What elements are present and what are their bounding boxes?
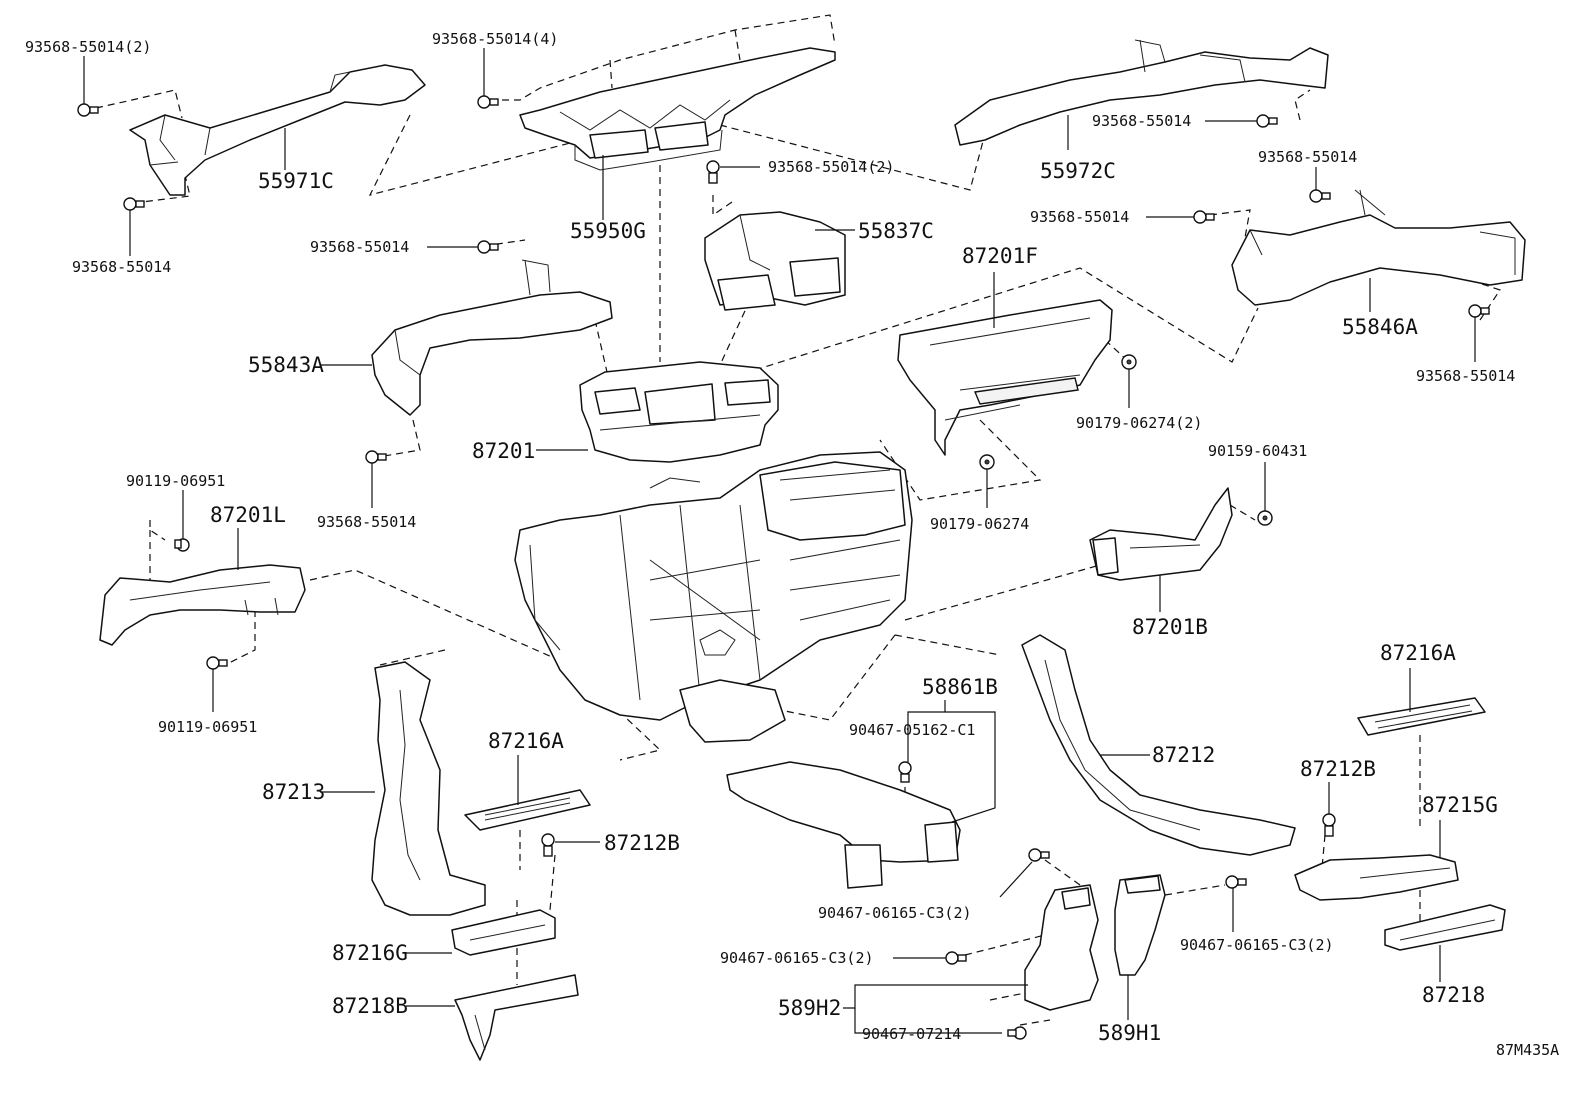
label-part-87215G: 87215G bbox=[1422, 793, 1498, 817]
duct-87213-illustration bbox=[371, 661, 486, 916]
screw-icon bbox=[1309, 189, 1331, 203]
label-screw-93568-55014-2: 93568-55014(2) bbox=[25, 38, 151, 56]
label-part-55846A: 55846A bbox=[1342, 315, 1418, 339]
nut-icon bbox=[1257, 510, 1273, 526]
leader-lines bbox=[83, 48, 1476, 1034]
duct-87218B-illustration bbox=[454, 974, 579, 1061]
screw-icon bbox=[206, 656, 228, 670]
label-part-55971C: 55971C bbox=[258, 169, 334, 193]
diagram-reference-code: 87M435A bbox=[1496, 1041, 1559, 1059]
label-clip-90467-07214: 90467-07214 bbox=[862, 1025, 961, 1043]
screw-icon bbox=[123, 197, 145, 211]
screw-icon bbox=[1468, 304, 1490, 318]
clip-icon bbox=[1225, 875, 1247, 889]
nut-icon bbox=[1121, 354, 1137, 370]
label-screw-93568-55014-4: 93568-55014(4) bbox=[432, 30, 558, 48]
label-part-87212B-right: 87212B bbox=[1300, 757, 1376, 781]
part-labels: 93568-55014(2) 93568-55014(4) 93568-5501… bbox=[25, 30, 1559, 1059]
label-clip-90467-06165-C3-2-c: 90467-06165-C3(2) bbox=[1180, 936, 1334, 954]
label-nut-90179-06274: 90179-06274 bbox=[930, 515, 1029, 533]
label-part-55972C: 55972C bbox=[1040, 159, 1116, 183]
screw-icon bbox=[477, 95, 499, 109]
bracket-55950G-illustration bbox=[519, 47, 836, 171]
label-clip-90467-06165-C3-2-a: 90467-06165-C3(2) bbox=[818, 904, 972, 922]
label-part-589H1: 589H1 bbox=[1098, 1021, 1161, 1045]
duct-589H2-illustration bbox=[1024, 884, 1099, 1011]
duct-55843A-illustration bbox=[371, 259, 613, 416]
duct-55972C-illustration bbox=[954, 39, 1329, 146]
clip-icon bbox=[945, 951, 967, 965]
label-screw-93568-55014-e: 93568-55014 bbox=[1030, 208, 1129, 226]
grille-87216A-left-illustration bbox=[464, 789, 591, 831]
screw-icon bbox=[1193, 210, 1215, 224]
duct-87218-illustration bbox=[1384, 904, 1506, 951]
housing-87201-illustration bbox=[579, 361, 779, 463]
label-clip-90467-05162-C1: 90467-05162-C1 bbox=[849, 721, 975, 739]
grille-87216G-illustration bbox=[451, 909, 556, 956]
label-screw-90119-06951-bottom: 90119-06951 bbox=[158, 718, 257, 736]
label-part-589H2: 589H2 bbox=[778, 996, 841, 1020]
label-part-87218: 87218 bbox=[1422, 983, 1485, 1007]
label-part-55843A: 55843A bbox=[248, 353, 324, 377]
duct-87215G-illustration bbox=[1294, 854, 1459, 901]
label-part-87216A-left: 87216A bbox=[488, 729, 564, 753]
label-part-55837C: 55837C bbox=[858, 219, 934, 243]
label-screw-93568-55014-h: 93568-55014 bbox=[317, 513, 416, 531]
label-part-87216A-right: 87216A bbox=[1380, 641, 1456, 665]
duct-589H1-illustration bbox=[1114, 874, 1166, 976]
label-part-87213: 87213 bbox=[262, 780, 325, 804]
screw-icon bbox=[365, 450, 387, 464]
clip-icon bbox=[898, 761, 912, 783]
duct-55971C-illustration bbox=[129, 64, 426, 196]
label-part-87201B: 87201B bbox=[1132, 615, 1208, 639]
duct-55846A-illustration bbox=[1231, 189, 1526, 306]
parts-artwork bbox=[99, 39, 1526, 1061]
duct-58861B-illustration bbox=[726, 761, 961, 889]
label-part-87201F: 87201F bbox=[962, 244, 1038, 268]
label-screw-93568-55014-f: 93568-55014 bbox=[1416, 367, 1515, 385]
label-part-58861B: 58861B bbox=[922, 675, 998, 699]
nut-icon bbox=[979, 454, 995, 470]
duct-87201B-illustration bbox=[1089, 487, 1233, 581]
clip-icon bbox=[541, 833, 555, 857]
clip-icon bbox=[1007, 1026, 1027, 1040]
label-part-87201L: 87201L bbox=[210, 503, 286, 527]
label-part-87201: 87201 bbox=[472, 439, 535, 463]
screw-icon bbox=[77, 103, 99, 117]
screw-icon bbox=[174, 538, 190, 552]
duct-87212-illustration bbox=[1021, 634, 1296, 856]
grille-87216A-right-illustration bbox=[1357, 697, 1486, 736]
label-part-87212B-left: 87212B bbox=[604, 831, 680, 855]
duct-55837C-illustration bbox=[704, 211, 846, 311]
label-screw-93568-55014-d: 93568-55014 bbox=[1258, 148, 1357, 166]
label-nut-90159-60431: 90159-60431 bbox=[1208, 442, 1307, 460]
clip-icon bbox=[1322, 813, 1336, 837]
label-screw-93568-55014-2b: 93568-55014(2) bbox=[768, 158, 894, 176]
screw-icon bbox=[1256, 114, 1278, 128]
label-screw-93568-55014: 93568-55014 bbox=[72, 258, 171, 276]
label-screw-90119-06951-top: 90119-06951 bbox=[126, 472, 225, 490]
label-clip-90467-06165-C3-2-b: 90467-06165-C3(2) bbox=[720, 949, 874, 967]
label-part-55950G: 55950G bbox=[570, 219, 646, 243]
label-screw-93568-55014-c: 93568-55014 bbox=[1092, 112, 1191, 130]
label-part-87218B: 87218B bbox=[332, 994, 408, 1018]
label-screw-93568-55014-g: 93568-55014 bbox=[310, 238, 409, 256]
clip-icon bbox=[1028, 848, 1050, 862]
register-87201F-illustration bbox=[897, 299, 1113, 456]
label-part-87212: 87212 bbox=[1152, 743, 1215, 767]
screw-icon bbox=[706, 160, 720, 184]
hvac-unit-illustration bbox=[514, 451, 913, 743]
label-nut-90179-06274-2: 90179-06274(2) bbox=[1076, 414, 1202, 432]
label-part-87216G: 87216G bbox=[332, 941, 408, 965]
fasteners bbox=[77, 95, 1490, 1040]
screw-icon bbox=[477, 240, 499, 254]
duct-87201L-illustration bbox=[99, 564, 306, 646]
